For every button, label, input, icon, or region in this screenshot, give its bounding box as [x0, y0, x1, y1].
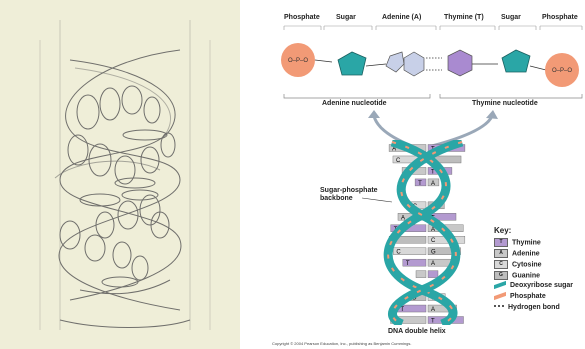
thymine-nucleotide-label: Thymine nucleotide — [472, 100, 538, 108]
key-item-hydrogen-bond: Hydrogen bond — [494, 304, 560, 311]
key-swatch — [494, 292, 506, 300]
base-letter: T — [431, 319, 435, 325]
key-item-thymine: T Thymine — [494, 238, 541, 247]
base-letter: C — [396, 158, 401, 164]
helix-sketch — [0, 0, 240, 349]
base-T — [428, 271, 438, 278]
key-item-adenine: A Adenine — [494, 249, 540, 258]
base-letter: G — [431, 250, 436, 256]
base-letter: T — [418, 181, 422, 187]
key-item-phosphate: Phosphate — [494, 293, 546, 300]
backbone-pointer — [362, 192, 442, 212]
svg-text:O–P–O: O–P–O — [288, 58, 308, 64]
base-letter: C — [431, 238, 436, 244]
copyright: Copyright © 2004 Pearson Education, Inc.… — [272, 340, 411, 348]
helix-title: DNA double helix — [388, 328, 446, 336]
base-letter: T — [431, 169, 435, 175]
pencil-sketch-panel — [0, 0, 240, 349]
base-letter: T — [406, 261, 410, 267]
key-label: Hydrogen bond — [508, 304, 560, 311]
key-item-cytosine: C Cytosine — [494, 260, 542, 269]
base-letter: A — [431, 261, 435, 267]
key-label: Guanine — [512, 272, 540, 279]
key-swatch — [494, 305, 504, 309]
key-title: Key: — [494, 226, 511, 235]
adenine-nucleotide-label: Adenine nucleotide — [322, 100, 387, 108]
key-label: Deoxyribose sugar — [510, 282, 573, 289]
base-letter: A — [401, 215, 405, 221]
sugar-left-pentagon — [338, 52, 366, 75]
key-swatch: C — [494, 260, 508, 269]
base-letter: A — [431, 307, 435, 313]
key-swatch — [494, 281, 506, 289]
base-letter: A — [431, 181, 435, 187]
key-swatch: G — [494, 271, 508, 280]
dna-diagram-panel: Phosphate Sugar Adenine (A) Thymine (T) … — [262, 0, 585, 349]
base-letter: T — [400, 307, 404, 313]
key-label: Cytosine — [512, 261, 542, 268]
key-item-deoxyribose-sugar: Deoxyribose sugar — [494, 282, 573, 289]
svg-text:O–P–O: O–P–O — [552, 68, 572, 74]
key-label: Phosphate — [510, 293, 546, 300]
key-swatch: A — [494, 249, 508, 258]
key-label: Adenine — [512, 250, 540, 257]
base-letter: C — [396, 250, 401, 256]
key-swatch: T — [494, 238, 508, 247]
sugar-right-pentagon — [502, 50, 530, 72]
key-label: Thymine — [512, 239, 541, 246]
key-item-guanine: G Guanine — [494, 271, 540, 280]
base-A — [416, 271, 426, 278]
